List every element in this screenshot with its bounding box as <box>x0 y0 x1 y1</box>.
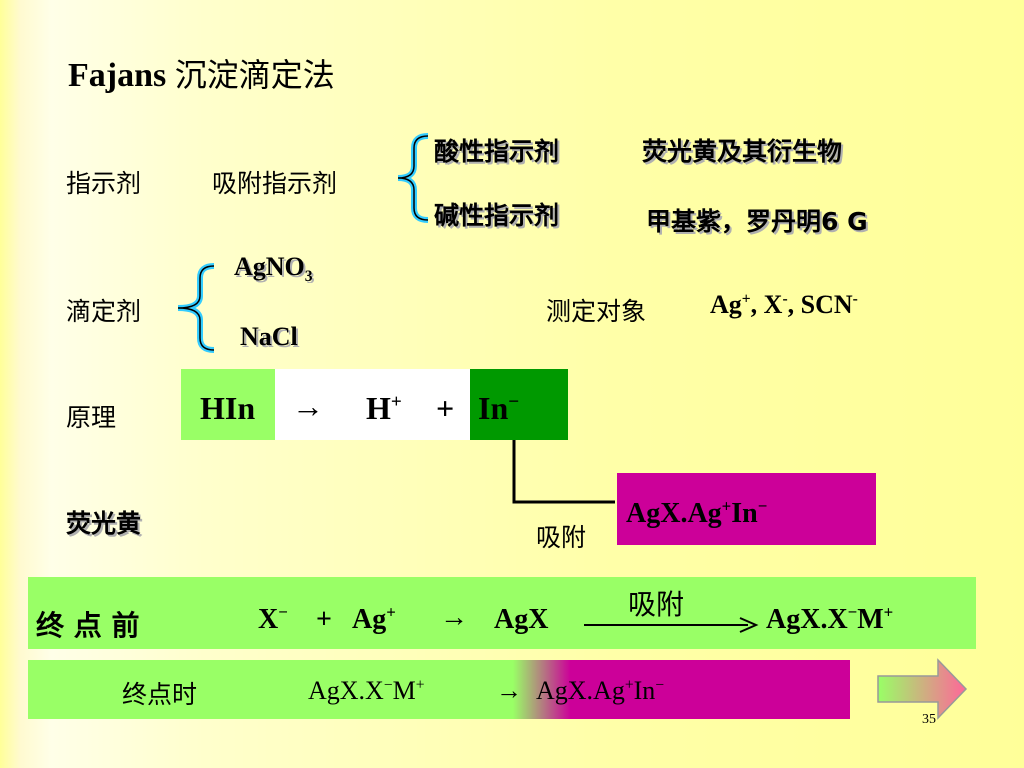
titrant-nacl: NaCl <box>240 322 298 351</box>
acid-examples: 荧光黄及其衍生物 <box>642 137 843 166</box>
at-endpoint-arrow: → <box>496 676 522 705</box>
in-box <box>470 369 568 440</box>
target-label: 测定对象 <box>546 297 647 326</box>
complex-box <box>617 473 876 545</box>
before-plus: + <box>316 604 332 635</box>
before-ag: Ag+ <box>352 602 396 635</box>
indicator-brace <box>397 133 429 223</box>
before-x: X− <box>258 602 288 635</box>
complex-formula: AgX.Ag+In− <box>626 496 768 529</box>
before-agx: AgX <box>494 604 549 635</box>
next-arrow-icon[interactable] <box>872 656 972 722</box>
indicator-type: 吸附指示剂 <box>212 169 338 198</box>
long-arrow <box>584 617 759 633</box>
principle-label: 原理 <box>66 403 117 432</box>
base-examples: 甲基紫，罗丹明6 G <box>646 207 868 236</box>
page-number: 35 <box>922 712 936 727</box>
at-endpoint-left: AgX.X−M+ <box>308 676 425 705</box>
title-latin: Fajans <box>68 57 167 94</box>
before-endpoint-label: 终 点 前 <box>36 609 140 642</box>
before-arrow: → <box>440 602 468 633</box>
before-product: AgX.X−M+ <box>766 602 894 635</box>
hin-box <box>181 369 275 440</box>
ion-box <box>275 369 470 440</box>
title-cjk: 沉淀滴定法 <box>174 56 335 94</box>
titrant-brace <box>177 263 215 353</box>
target-ions: Ag+, X-, SCN- <box>710 290 858 319</box>
principle-in: In− <box>478 390 520 426</box>
titrant-label: 滴定剂 <box>66 297 142 326</box>
titrant-agno3: AgNO3 <box>234 252 313 286</box>
before-endpoint-box <box>28 577 976 649</box>
principle-arrow: → <box>292 388 324 424</box>
slide-title: Fajans 沉淀滴定法 <box>68 50 335 96</box>
principle-plus: + <box>436 390 455 426</box>
base-indicator: 碱性指示剂 <box>434 201 560 230</box>
indicator-label: 指示剂 <box>66 169 142 198</box>
acid-indicator: 酸性指示剂 <box>434 137 560 166</box>
adsorb-label: 吸附 <box>536 523 587 552</box>
principle-hin: HIn <box>200 390 256 426</box>
before-adsorb-label: 吸附 <box>628 588 685 621</box>
at-endpoint-right: AgX.Ag+In− <box>536 676 665 705</box>
connector-line <box>512 440 615 504</box>
fluorescein-label: 荧光黄 <box>66 509 142 538</box>
principle-h: H+ <box>366 390 402 426</box>
at-endpoint-label: 终点时 <box>122 680 198 709</box>
at-endpoint-box <box>28 660 850 719</box>
